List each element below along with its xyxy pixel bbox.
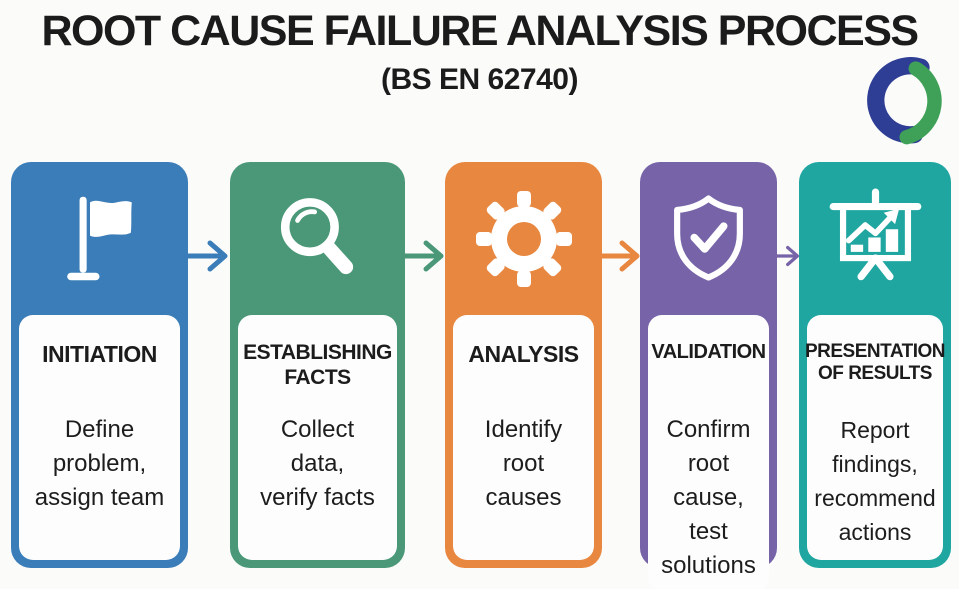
flag-icon	[11, 162, 188, 315]
page-title: ROOT CAUSE FAILURE ANALYSIS PROCESS	[41, 7, 919, 55]
presentation-chart-icon	[799, 162, 951, 315]
step-card-initiation: INITIATION Define problem, assign team	[11, 162, 188, 568]
gear-icon	[445, 162, 602, 315]
step-card-validation: VALIDATION Confirm root cause, test solu…	[640, 162, 777, 589]
step-card-presentation-of-results: PRESENTATION OF RESULTS Report findings,…	[799, 162, 951, 568]
step-description: Collect data, verify facts	[260, 416, 375, 511]
flow-arrow-icon	[402, 240, 444, 272]
step-title: ESTABLISHING FACTS	[243, 341, 392, 389]
flow-arrow-icon	[598, 240, 640, 272]
page-subtitle: (BS EN 62740)	[381, 63, 578, 96]
flow-arrow-icon	[772, 245, 800, 267]
step-body: ANALYSIS Identify root causes	[453, 315, 594, 560]
step-card-establishing-facts: ESTABLISHING FACTS Collect data, verify …	[230, 162, 405, 568]
step-description: Confirm root cause, test solutions	[661, 416, 756, 579]
step-title: PRESENTATION OF RESULTS	[804, 341, 946, 385]
shield-check-icon	[640, 162, 777, 315]
step-description: Define problem, assign team	[34, 416, 165, 511]
step-title: INITIATION	[42, 341, 157, 367]
step-body: PRESENTATION OF RESULTS Report findings,…	[804, 315, 946, 560]
magnifier-icon	[230, 162, 405, 315]
step-body: VALIDATION Confirm root cause, test solu…	[648, 315, 769, 589]
step-body: INITIATION Define problem, assign team	[19, 315, 180, 560]
company-swirl-logo-icon	[867, 57, 942, 145]
step-description: Report findings, recommend actions	[814, 417, 936, 545]
step-title: VALIDATION	[651, 341, 766, 363]
step-title: ANALYSIS	[468, 341, 579, 367]
flow-arrow-icon	[186, 240, 228, 272]
step-card-analysis: ANALYSIS Identify root causes	[445, 162, 602, 568]
step-body: ESTABLISHING FACTS Collect data, verify …	[238, 315, 397, 560]
step-description: Identify root causes	[484, 416, 563, 511]
